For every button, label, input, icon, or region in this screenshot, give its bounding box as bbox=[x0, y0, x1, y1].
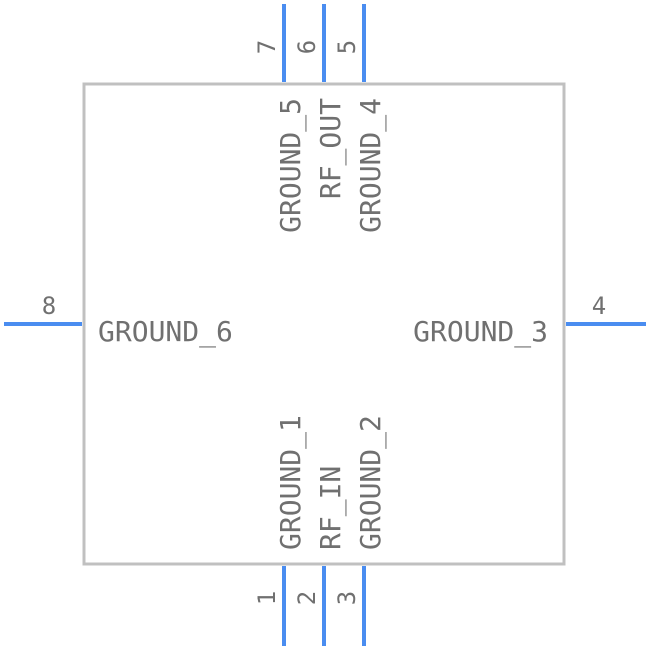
pin-5-name: GROUND_4 bbox=[354, 98, 388, 233]
component-body bbox=[82, 82, 566, 566]
pin-5-number: 5 bbox=[333, 40, 361, 54]
pin-4-number: 4 bbox=[592, 292, 606, 320]
pin-3-name: GROUND_2 bbox=[354, 415, 388, 550]
pin-6-number: 6 bbox=[293, 40, 321, 54]
pin-2-number: 2 bbox=[293, 591, 321, 605]
pin-7-name: GROUND_5 bbox=[274, 98, 308, 233]
pin-8-number: 8 bbox=[42, 292, 56, 320]
pin-8-name: GROUND_6 bbox=[98, 315, 233, 349]
pin-2-name: RF_IN bbox=[314, 466, 348, 550]
pin-1-name: GROUND_1 bbox=[274, 415, 308, 550]
pin-4-name: GROUND_3 bbox=[413, 315, 548, 349]
pin-1-number: 1 bbox=[253, 591, 281, 605]
pin-7-number: 7 bbox=[253, 40, 281, 54]
pin-3-number: 3 bbox=[333, 591, 361, 605]
pin-6-name: RF_OUT bbox=[314, 98, 348, 199]
